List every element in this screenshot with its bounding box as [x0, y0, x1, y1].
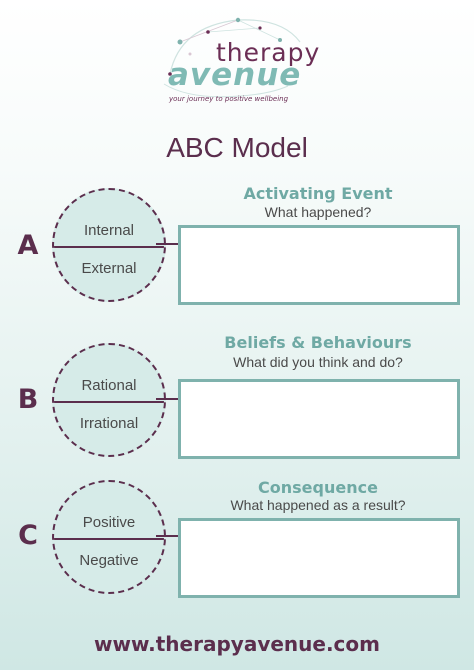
- row-a-circle: Internal External: [52, 188, 166, 302]
- logo-tagline: your journey to positive wellbeing: [169, 95, 289, 103]
- row-b-letter: B: [17, 384, 39, 415]
- row-a-circle-top-label: Internal: [83, 222, 135, 239]
- footer-website-link[interactable]: www.therapyavenue.com: [94, 632, 380, 656]
- row-c-circle-bottom-label: Negative: [79, 552, 139, 569]
- row-b-circle: Rational Irrational: [52, 343, 166, 457]
- row-b-answer-box[interactable]: [178, 379, 460, 459]
- row-b-heading: Beliefs & Behaviours: [224, 333, 412, 352]
- row-b-connector: [156, 398, 178, 400]
- logo-constellation-graphic: [163, 17, 301, 98]
- row-c-letter: C: [18, 520, 38, 551]
- row-a-letter: A: [17, 230, 39, 261]
- row-a-answer-box[interactable]: [178, 225, 460, 305]
- row-c-connector: [156, 535, 178, 537]
- row-c-circle-top-label: Positive: [82, 514, 136, 531]
- row-c-subheading: What happened as a result?: [230, 497, 406, 513]
- row-c-answer-box[interactable]: [178, 518, 460, 598]
- row-b-circle-bottom-label: Irrational: [79, 415, 139, 432]
- logo-wordmark-therapy: therapy: [216, 38, 321, 67]
- row-c-circle: Positive Negative: [52, 480, 166, 594]
- row-a-circle-bottom-label: External: [81, 260, 137, 277]
- row-c-heading: Consequence: [258, 478, 378, 497]
- row-a-connector: [156, 243, 178, 245]
- logo-wordmark-avenue: avenue: [168, 57, 302, 93]
- row-a-subheading: What happened?: [264, 204, 372, 220]
- row-a-heading: Activating Event: [243, 184, 393, 203]
- row-b-subheading: What did you think and do?: [233, 354, 403, 370]
- row-b-circle-divider: [54, 401, 164, 403]
- row-c-circle-divider: [54, 538, 164, 540]
- row-b-circle-top-label: Rational: [81, 377, 137, 394]
- page-title: ABC Model: [166, 132, 308, 163]
- row-a-circle-divider: [54, 246, 164, 248]
